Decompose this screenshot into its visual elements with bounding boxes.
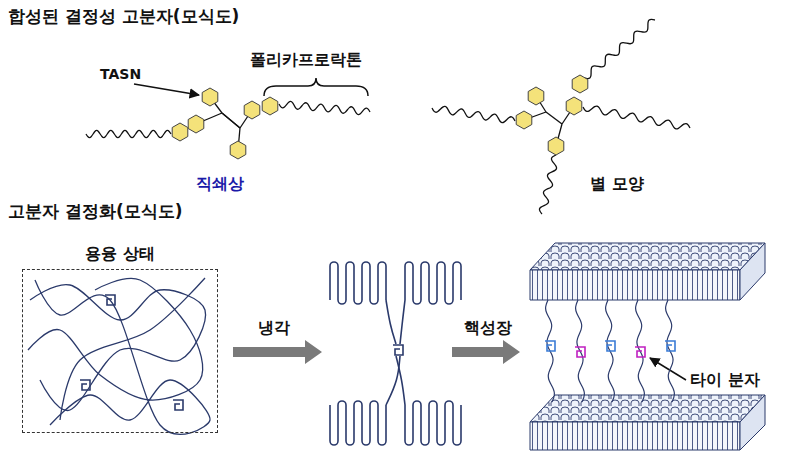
tie-molecule	[576, 300, 585, 402]
bond	[222, 113, 240, 128]
polymer-chain	[400, 300, 405, 344]
label: 직쇄상	[196, 174, 244, 193]
entanglement-knot	[665, 341, 675, 351]
polymer-chain	[584, 19, 655, 78]
label: 별 모양	[590, 174, 644, 193]
aryl-ring	[528, 87, 544, 105]
leader-line	[134, 84, 199, 95]
crystal-lamella	[530, 243, 765, 450]
label: 냉각	[258, 318, 290, 337]
brace	[264, 78, 368, 96]
bond	[222, 113, 240, 128]
polymer-chain	[432, 106, 515, 122]
polymer-chain	[583, 106, 690, 129]
aryl-ring	[262, 97, 278, 115]
process-arrow	[452, 340, 520, 364]
label: 핵성장	[464, 318, 512, 337]
polymer-chain	[279, 101, 370, 114]
entanglement-knot	[605, 341, 615, 351]
tie-molecule	[546, 300, 555, 402]
aryl-ring	[566, 97, 582, 115]
aryl-ring	[572, 75, 588, 93]
folded-chain	[330, 401, 386, 445]
label: 타이 분자	[690, 370, 760, 389]
tie-molecule	[606, 300, 615, 402]
aryl-ring	[172, 123, 188, 141]
polymer-chain	[30, 285, 205, 411]
dashed-border	[22, 269, 218, 433]
aryl-ring	[548, 137, 564, 155]
polymer-chain	[396, 356, 405, 405]
folded-chain	[405, 262, 461, 304]
aryl-ring	[230, 141, 246, 159]
tie-molecule	[666, 300, 675, 402]
label: TASN	[100, 66, 141, 83]
figure-title: 합성된 결정성 고분자(모식도)	[8, 6, 239, 26]
bond	[546, 112, 562, 124]
aryl-ring	[244, 101, 260, 119]
label: 폴리카프로락톤	[250, 50, 362, 69]
region-heading: 용융 상태	[22, 244, 218, 265]
polymer-chain	[60, 278, 205, 420]
entanglement-knot	[393, 345, 403, 355]
folded-chain	[405, 401, 461, 445]
process-arrow	[233, 340, 322, 364]
polymer-chain	[539, 155, 556, 214]
aryl-ring	[188, 115, 204, 133]
tie-molecule	[636, 300, 645, 402]
aryl-ring	[202, 88, 218, 106]
entanglement-knot	[545, 341, 555, 351]
polymer-chain	[86, 130, 171, 137]
entanglement-knot	[173, 400, 183, 410]
melt-region: 용융 상태	[22, 244, 218, 433]
folded-chain	[330, 262, 386, 304]
entanglement-knot	[575, 347, 585, 357]
entanglement-knot	[105, 295, 115, 305]
entanglement-knot	[635, 347, 645, 357]
entanglement-knot	[80, 380, 90, 390]
aryl-ring	[516, 111, 532, 129]
polymer-chain	[386, 300, 396, 344]
label: 고분자 결정화(모식도)	[8, 201, 182, 221]
